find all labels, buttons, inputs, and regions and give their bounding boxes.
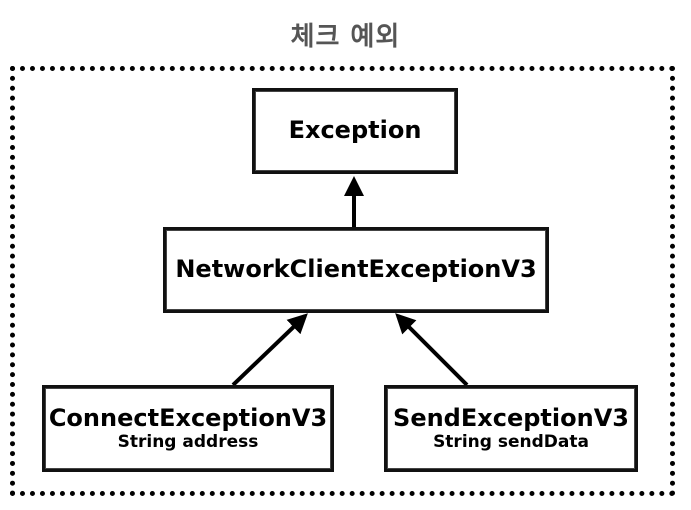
network-client-exception-node: NetworkClientExceptionV3 [163, 227, 549, 313]
checked-exception-group [10, 66, 675, 496]
connect-exception-node: ConnectExceptionV3 String address [42, 385, 334, 472]
edge-connect-to-network [231, 313, 308, 387]
connect-exception-label: ConnectExceptionV3 [48, 403, 328, 432]
exception-label: Exception [288, 116, 422, 145]
send-exception-node: SendExceptionV3 String sendData [384, 385, 638, 472]
send-exception-field: String sendData [433, 432, 589, 453]
connect-exception-field: String address [117, 432, 259, 453]
exception-node: Exception [252, 88, 458, 174]
diagram-title: 체크 예외 [290, 22, 401, 52]
edge-send-to-network [395, 313, 469, 387]
network-client-exception-label: NetworkClientExceptionV3 [175, 255, 537, 284]
send-exception-label: SendExceptionV3 [393, 403, 629, 432]
